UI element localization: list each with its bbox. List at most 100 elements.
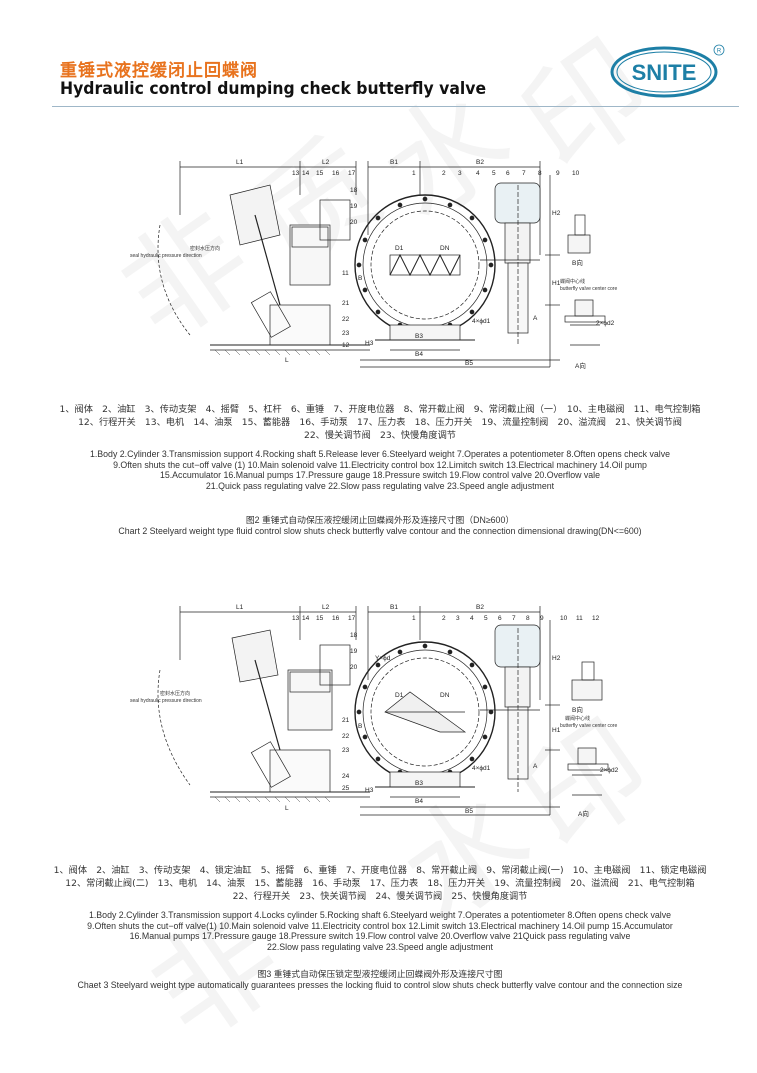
callout: 20 bbox=[350, 219, 358, 226]
dim-L1: L1 bbox=[236, 604, 244, 611]
callout: 3 bbox=[458, 170, 462, 177]
dim-L2: L2 bbox=[322, 159, 330, 166]
view-B: B向 bbox=[572, 705, 583, 714]
callout: 14 bbox=[302, 170, 310, 177]
view-A: A向 bbox=[578, 809, 589, 818]
seal-label-cn: 密封水压方向 bbox=[160, 690, 190, 697]
label-A: A bbox=[533, 763, 538, 770]
dim-B1: B1 bbox=[390, 159, 398, 166]
callout: 19 bbox=[350, 203, 358, 210]
figure2-parts-en: 1.Body 2.Cylinder 3.Transmission support… bbox=[30, 449, 730, 491]
parts-line: 22、行程开关 23、快关调节阀 24、慢关调节阀 25、快慢角度调节 bbox=[232, 891, 528, 902]
callout: 13 bbox=[292, 615, 300, 622]
callout: 20 bbox=[350, 664, 358, 671]
parts-line: 9.Often shuts the cut−off valve (1) 10.M… bbox=[113, 459, 647, 470]
dim-L2: L2 bbox=[322, 604, 330, 611]
callout: 6 bbox=[506, 170, 510, 177]
parts-line: 12、常闭截止阀(二) 13、电机 14、油泵 15、蓄能器 16、手动泵 17… bbox=[65, 878, 695, 889]
callout: 9 bbox=[540, 615, 544, 622]
caption-cn: 图2 重锤式自动保压液控缓闭止回蝶阀外形及连接尺寸图（DN≥600） bbox=[245, 515, 515, 525]
label-B: B bbox=[358, 723, 362, 730]
callout: 22 bbox=[342, 316, 350, 323]
callout: 13 bbox=[292, 170, 300, 177]
parts-line: 1、阀体 2、油缸 3、传动支架 4、锁定油缸 5、摇臂 6、重锤 7、开度电位… bbox=[53, 865, 707, 876]
callout: 18 bbox=[350, 187, 358, 194]
callout: 16 bbox=[332, 170, 340, 177]
callout: 21 bbox=[342, 300, 350, 307]
label-B: B bbox=[358, 275, 362, 282]
callout: 9 bbox=[556, 170, 560, 177]
callout: 5 bbox=[492, 170, 496, 177]
callout: 2 bbox=[442, 170, 446, 177]
dim-H1: H1 bbox=[552, 280, 561, 287]
callout: 7 bbox=[522, 170, 526, 177]
callout: 10 bbox=[572, 170, 580, 177]
center-label-cn: 蝶阀中心线 bbox=[565, 715, 590, 722]
caption-cn: 图3 重锤式自动保压锁定型液控缓闭止回蝶阀外形及连接尺寸图 bbox=[257, 969, 503, 979]
seal-label-cn: 密封水压方向 bbox=[190, 245, 220, 252]
dim-H3: H3 bbox=[365, 340, 374, 347]
callout: 11 bbox=[576, 615, 583, 622]
callout: 16 bbox=[332, 615, 340, 622]
dim-D1: D1 bbox=[395, 245, 404, 252]
callout: 1 bbox=[412, 170, 416, 177]
callout: 1 bbox=[412, 615, 416, 622]
parts-line: 12、行程开关 13、电机 14、油泵 15、蓄能器 16、手动泵 17、压力表… bbox=[78, 417, 682, 428]
page-title-en: Hydraulic control dumping check butterfl… bbox=[60, 79, 487, 99]
dim-L: L bbox=[285, 805, 289, 812]
callout: 24 bbox=[342, 773, 350, 780]
parts-line: 1.Body 2.Cylinder 3.Transmission support… bbox=[89, 449, 671, 459]
callout: 10 bbox=[560, 615, 568, 622]
dim-D1: D1 bbox=[395, 692, 404, 699]
callout: 11 bbox=[342, 270, 349, 277]
dim-B3: B3 bbox=[415, 333, 423, 340]
logo-text: SNITE bbox=[632, 60, 697, 85]
callout: 12 bbox=[342, 342, 350, 349]
view-B: B向 bbox=[572, 258, 583, 267]
callout: 18 bbox=[350, 632, 358, 639]
parts-line: 1、阀体 2、油缸 3、传动支架 4、摇臂 5、杠杆 6、重锤 7、开度电位器 … bbox=[59, 404, 701, 415]
figure3-caption: 图3 重锤式自动保压锁定型液控缓闭止回蝶阀外形及连接尺寸图 Chaet 3 St… bbox=[30, 969, 730, 990]
center-label-en: butterfly valve center core bbox=[560, 723, 617, 729]
parts-line: 15.Accumulator 16.Manual pumps 17.Pressu… bbox=[159, 470, 601, 480]
figure2-caption: 图2 重锤式自动保压液控缓闭止回蝶阀外形及连接尺寸图（DN≥600） Chart… bbox=[30, 515, 730, 536]
center-label-cn: 蝶阀中心线 bbox=[560, 278, 585, 285]
parts-line: 21.Quick pass regulating valve 22.Slow p… bbox=[205, 480, 555, 491]
dim-B3: B3 bbox=[415, 780, 423, 787]
figure2-parts-cn: 1、阀体 2、油缸 3、传动支架 4、摇臂 5、杠杆 6、重锤 7、开度电位器 … bbox=[30, 403, 730, 442]
label-A: A bbox=[533, 315, 538, 322]
callout: 8 bbox=[526, 615, 530, 622]
dim-H2: H2 bbox=[552, 210, 561, 217]
caption-en: Chart 2 Steelyard weight type fluid cont… bbox=[118, 525, 642, 536]
seal-label-en: seal hydraulic pressure direction bbox=[130, 253, 202, 259]
callout: 3 bbox=[456, 615, 460, 622]
dim-B2: B2 bbox=[476, 604, 484, 611]
dim-hole: 4×ϕd1 bbox=[472, 765, 491, 772]
dim-L: L bbox=[285, 357, 289, 364]
figure3-parts-en: 1.Body 2.Cylinder 3.Transmission support… bbox=[30, 910, 730, 952]
figure3-parts-cn: 1、阀体 2、油缸 3、传动支架 4、锁定油缸 5、摇臂 6、重锤 7、开度电位… bbox=[30, 864, 730, 903]
parts-line: 22、慢关调节阀 23、快慢角度调节 bbox=[303, 430, 456, 441]
snite-logo: SNITE R bbox=[610, 44, 725, 98]
dim-H2: H2 bbox=[552, 655, 561, 662]
callout: 15 bbox=[316, 615, 324, 622]
figure2-drawing: L1 L2 B1 B2 B3 B4 B5 H1 H2 H3 L A B D1 D… bbox=[130, 159, 617, 370]
logo-registered-mark: R bbox=[717, 49, 722, 55]
dim-L1: L1 bbox=[236, 159, 244, 166]
dim-DN: DN bbox=[440, 692, 450, 699]
figure3-drawing: L1 L2 B1 B2 B3 B4 B5 H1 H2 H3 L A B D1 D… bbox=[130, 604, 619, 818]
callout: 14 bbox=[302, 615, 310, 622]
callout: 12 bbox=[592, 615, 600, 622]
callout: 17 bbox=[348, 170, 356, 177]
callout: 22 bbox=[342, 733, 350, 740]
seal-label-en: seal hydraulic pressure direction bbox=[130, 698, 202, 704]
callout: 21 bbox=[342, 717, 350, 724]
dim-B1: B1 bbox=[390, 604, 398, 611]
callout: 4 bbox=[470, 615, 474, 622]
dim-holeY: Y×ϕd bbox=[375, 655, 391, 662]
dim-H1: H1 bbox=[552, 727, 561, 734]
parts-line: 22.Slow pass regulating valve 23.Speed a… bbox=[267, 941, 493, 952]
callout: 23 bbox=[342, 747, 350, 754]
view-A: A向 bbox=[575, 361, 586, 370]
callout: 8 bbox=[538, 170, 542, 177]
